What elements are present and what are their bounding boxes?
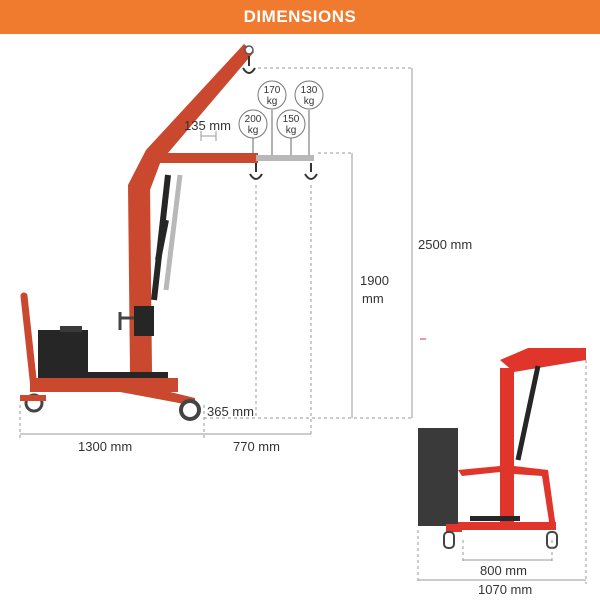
total-height-label: 2500 mm	[418, 237, 472, 252]
hydraulic-rod	[163, 174, 183, 291]
pump-lever	[118, 312, 134, 330]
weight-200-circle	[238, 109, 268, 139]
side-crane	[20, 44, 318, 421]
weight-170-unit: kg	[267, 96, 278, 107]
front-top-arm	[500, 348, 586, 372]
front-mast	[500, 368, 514, 523]
front-wheel	[179, 399, 201, 421]
hook-height-unit: mm	[362, 291, 384, 306]
front-crane	[418, 348, 586, 549]
weight-200-value: 200	[245, 114, 262, 125]
weight-200-unit: kg	[248, 125, 259, 136]
weight-130-value: 130	[301, 85, 318, 96]
hook-height-value: 1900	[360, 273, 389, 288]
front-counterweight	[418, 428, 458, 526]
extension-bar	[256, 155, 314, 161]
inner-width-label: 800 mm	[480, 563, 527, 578]
arm-hook-1	[249, 163, 263, 180]
leg-clearance-label: 365 mm	[207, 404, 254, 419]
front-leg-right	[514, 466, 556, 528]
weight-170-value: 170	[264, 85, 281, 96]
weight-150-unit: kg	[286, 125, 297, 136]
hydraulic-pump	[134, 306, 154, 336]
header-title: DIMENSIONS	[243, 7, 357, 26]
boom	[146, 44, 254, 160]
outer-width-label: 1070 mm	[478, 582, 532, 597]
weight-150-value: 150	[283, 114, 300, 125]
front-wheel-left	[443, 531, 455, 549]
front-base	[458, 522, 556, 530]
boom-hook	[242, 56, 256, 74]
horizontal-arm	[150, 153, 258, 163]
reach-label: 770 mm	[233, 439, 280, 454]
front-leg	[120, 380, 195, 406]
weight-170-circle	[257, 80, 287, 110]
weight-150-circle	[276, 109, 306, 139]
front-cylinder	[515, 365, 541, 461]
counterweight-block	[38, 330, 88, 380]
arm-hook-2	[304, 163, 318, 180]
boom-step-label: 135 mm	[184, 118, 231, 133]
push-handle	[20, 292, 38, 392]
base-length-label: 1300 mm	[78, 439, 132, 454]
weight-130-circle	[294, 80, 324, 110]
weight-markers: 170 kg 130 kg 200 kg 150 kg	[238, 80, 324, 155]
header-banner: DIMENSIONS	[0, 0, 600, 34]
dimension-guides	[19, 67, 412, 440]
weight-130-unit: kg	[304, 96, 315, 107]
mast	[128, 185, 152, 372]
